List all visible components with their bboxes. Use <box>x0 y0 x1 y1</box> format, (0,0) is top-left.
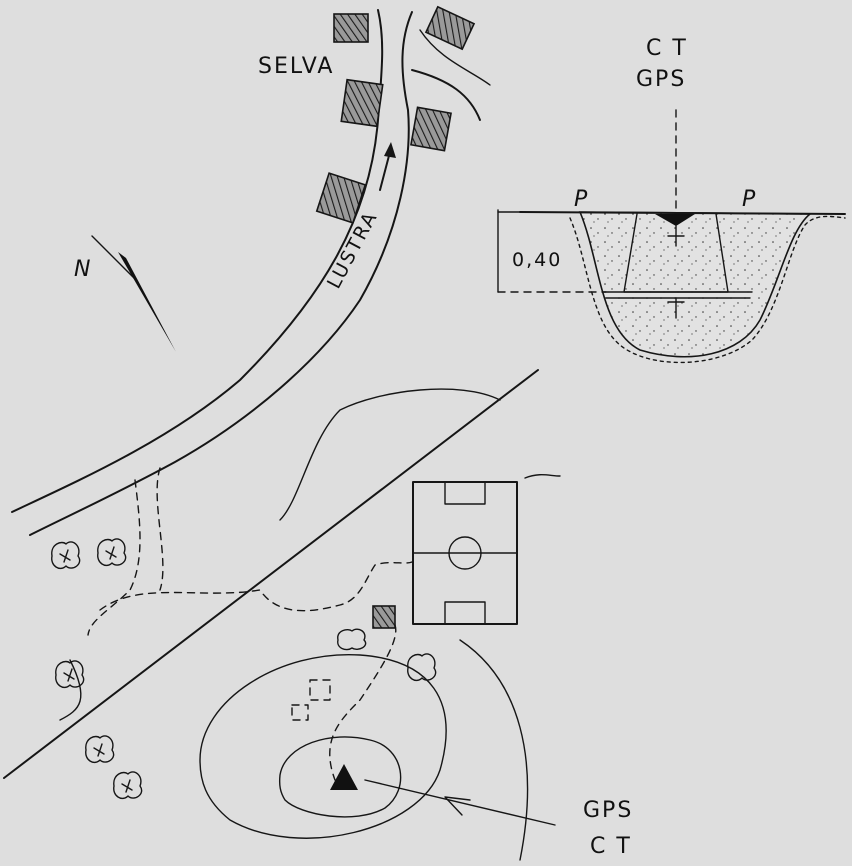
place-label: SELVA <box>258 54 334 79</box>
shrub-icon <box>113 771 143 800</box>
station-leader-arrow <box>364 779 556 826</box>
main-road <box>11 9 413 536</box>
footpaths <box>87 467 413 781</box>
building <box>410 106 452 152</box>
section-detail: C T GPS 0,40 P P <box>497 36 846 364</box>
shrub-icon <box>51 541 81 570</box>
football-field-icon <box>412 481 518 625</box>
shrub-icon <box>85 735 115 764</box>
shrub-icon <box>97 538 127 567</box>
building-cluster <box>315 5 476 629</box>
shrub-icon <box>337 628 367 651</box>
triangle-icon <box>330 764 358 790</box>
building <box>333 13 369 43</box>
lane-edge <box>419 29 491 86</box>
building <box>372 605 396 629</box>
building <box>315 172 367 224</box>
building <box>340 78 384 128</box>
building <box>424 5 476 51</box>
station-label-ct: C T <box>590 834 632 859</box>
north-label: N <box>74 257 92 282</box>
hill-contours <box>59 639 529 861</box>
railway-line <box>3 369 539 779</box>
shrub-icon <box>407 653 437 682</box>
terrain-contour <box>524 474 561 479</box>
section-label-ct: C T <box>646 36 688 61</box>
shrub-icon <box>55 660 85 689</box>
section-label-gps: GPS <box>636 67 686 92</box>
north-arrow-icon <box>91 235 176 352</box>
station-label-gps: GPS <box>583 798 633 823</box>
shrubs <box>51 538 437 800</box>
side-lane <box>411 69 481 121</box>
terrain-contour <box>279 388 501 521</box>
road-direction-arrow <box>379 142 396 191</box>
depth-label: 0,40 <box>512 249 562 271</box>
section-point-right: P <box>742 187 757 212</box>
section-point-left: P <box>574 187 589 212</box>
